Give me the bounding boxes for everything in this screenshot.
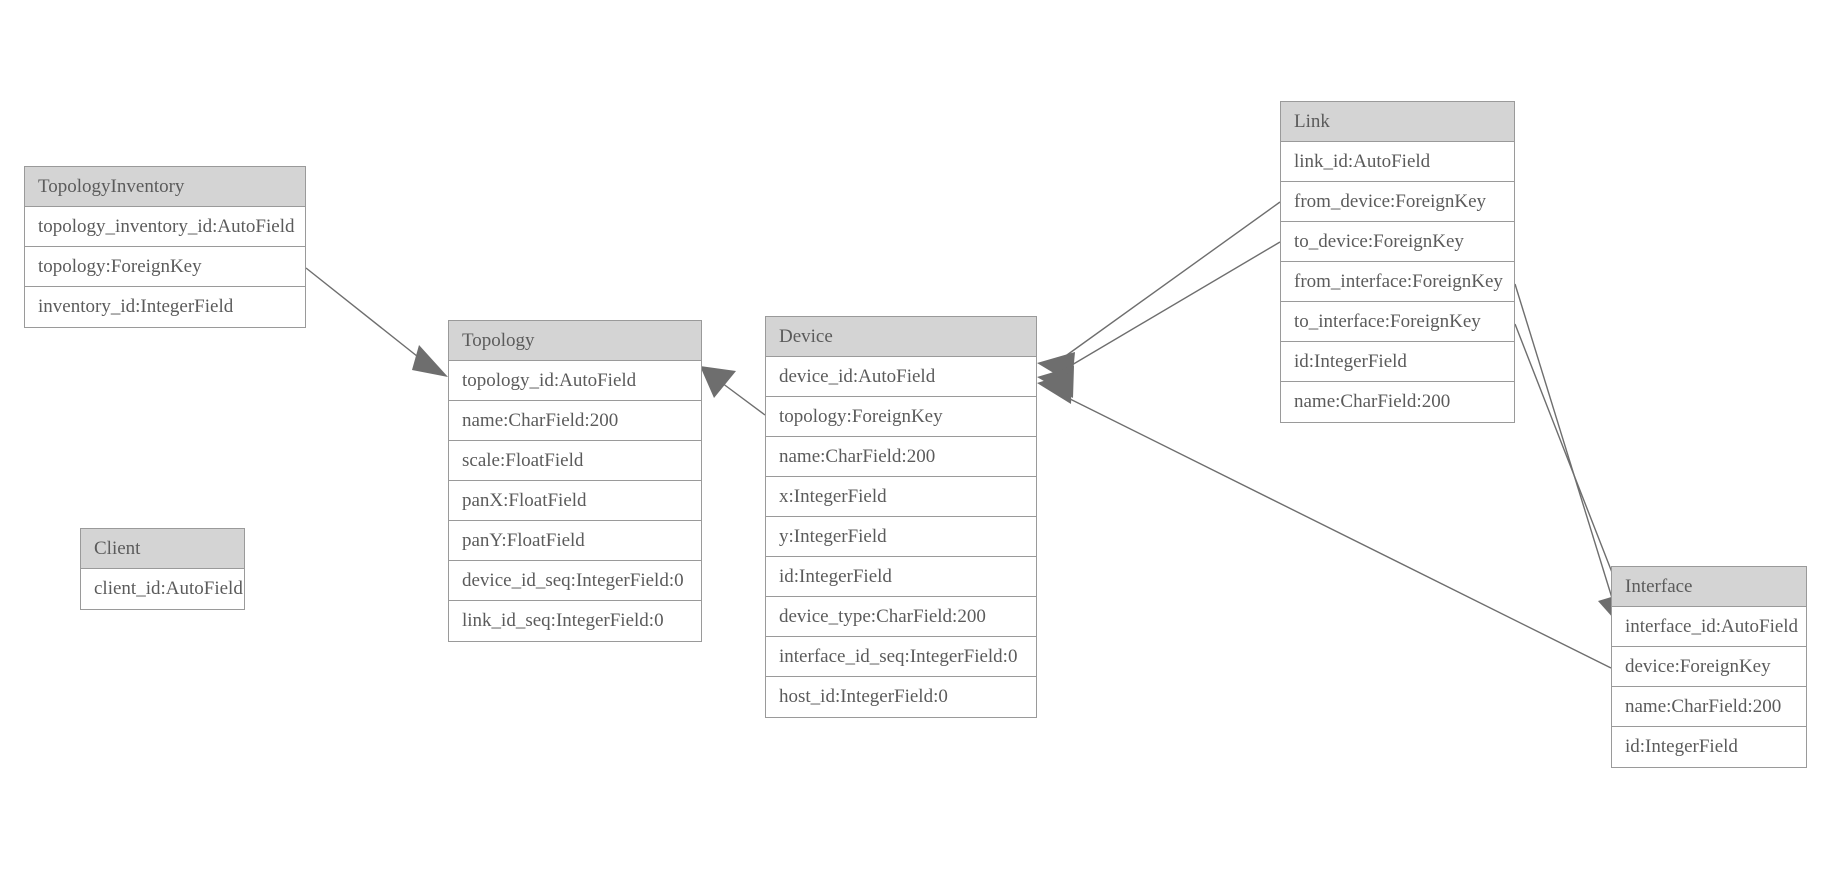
entity-field[interactable]: interface_id_seq:IntegerField:0 [766,637,1036,677]
entity-field[interactable]: device_id_seq:IntegerField:0 [449,561,701,601]
entity-field[interactable]: topology:ForeignKey [25,247,305,287]
entity-field[interactable]: to_interface:ForeignKey [1281,302,1514,342]
entity-field[interactable]: link_id:AutoField [1281,142,1514,182]
entity-field[interactable]: topology_id:AutoField [449,361,701,401]
entity-field[interactable]: from_interface:ForeignKey [1281,262,1514,302]
entity-title-topology: Topology [449,321,701,361]
entity-field[interactable]: to_device:ForeignKey [1281,222,1514,262]
entity-field[interactable]: x:IntegerField [766,477,1036,517]
entity-field[interactable]: from_device:ForeignKey [1281,182,1514,222]
entity-field[interactable]: id:IntegerField [1281,342,1514,382]
entity-field[interactable]: device_type:CharField:200 [766,597,1036,637]
entity-title-client: Client [81,529,244,569]
entity-field[interactable]: topology:ForeignKey [766,397,1036,437]
entity-field[interactable]: host_id:IntegerField:0 [766,677,1036,717]
entity-title-interface: Interface [1612,567,1806,607]
entity-field[interactable]: name:CharField:200 [1612,687,1806,727]
entity-field[interactable]: interface_id:AutoField [1612,607,1806,647]
edge-link-to-device [1037,241,1281,398]
entity-field[interactable]: name:CharField:200 [1281,382,1514,422]
edge-topologyinventory-topology [305,267,448,377]
edge-device-topology [700,366,766,416]
entity-field[interactable]: scale:FloatField [449,441,701,481]
entity-field[interactable]: name:CharField:200 [449,401,701,441]
entity-title-topology_inventory: TopologyInventory [25,167,305,207]
entity-field[interactable]: device:ForeignKey [1612,647,1806,687]
entity-field[interactable]: name:CharField:200 [766,437,1036,477]
entity-field[interactable]: client_id:AutoField [81,569,244,609]
entity-title-device: Device [766,317,1036,357]
entity-field[interactable]: id:IntegerField [766,557,1036,597]
entity-field[interactable]: id:IntegerField [1612,727,1806,767]
entity-field[interactable]: link_id_seq:IntegerField:0 [449,601,701,641]
entity-field[interactable]: inventory_id:IntegerField [25,287,305,327]
entity-field[interactable]: device_id:AutoField [766,357,1036,397]
entity-title-link: Link [1281,102,1514,142]
entity-field[interactable]: y:IntegerField [766,517,1036,557]
entity-field[interactable]: panX:FloatField [449,481,701,521]
edge-link-from-device [1037,201,1281,384]
entity-field[interactable]: panY:FloatField [449,521,701,561]
entity-field[interactable]: topology_inventory_id:AutoField [25,207,305,247]
